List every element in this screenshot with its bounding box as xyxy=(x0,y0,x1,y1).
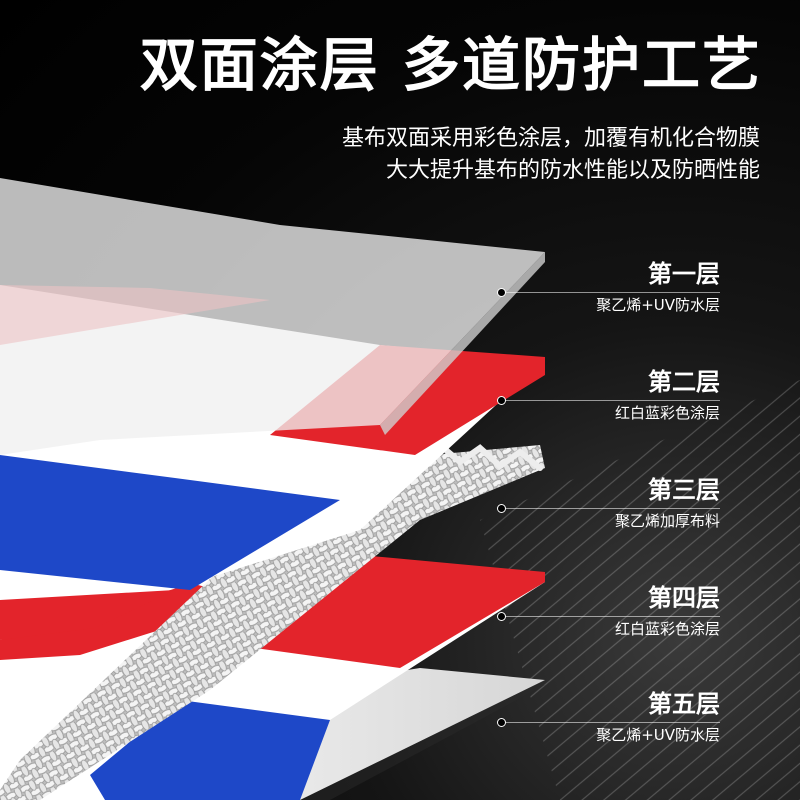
background-streaks xyxy=(480,380,800,800)
layer4-label: 第四层 红白蓝彩色涂层 xyxy=(615,586,720,637)
layer1-desc: 聚乙烯+UV防水层 xyxy=(596,296,720,314)
layer5-marker-dot xyxy=(497,718,506,727)
layer4-desc: 红白蓝彩色涂层 xyxy=(614,620,720,638)
layer5-leader-line xyxy=(505,722,720,723)
subtitle-line-1: 基布双面采用彩色涂层，加覆有机化合物膜 xyxy=(341,126,760,151)
layer3-leader-line xyxy=(505,508,720,509)
layer1-name: 第一层 xyxy=(648,260,720,288)
layer3-desc: 聚乙烯加厚布料 xyxy=(614,512,720,530)
layer4-leader-line xyxy=(505,616,720,617)
layer1-label: 第一层 聚乙烯+UV防水层 xyxy=(596,262,720,313)
layer1-film xyxy=(0,178,545,455)
layer2-label: 第二层 红白蓝彩色涂层 xyxy=(615,370,720,421)
layer2-leader-line xyxy=(505,400,720,401)
layer1-film-edge xyxy=(380,252,545,435)
layer4-red-band xyxy=(255,555,545,668)
layer2-marker-dot xyxy=(497,396,506,405)
layer5-label: 第五层 聚乙烯+UV防水层 xyxy=(596,692,720,743)
layer3-label: 第三层 聚乙烯加厚布料 xyxy=(615,478,720,529)
layer3-woven-fabric xyxy=(0,445,545,800)
subtitle-line-2: 大大提升基布的防水性能以及防晒性能 xyxy=(385,158,760,183)
layer5-name: 第五层 xyxy=(648,690,720,718)
layer2-blue-band xyxy=(0,455,340,590)
layer2-desc: 红白蓝彩色涂层 xyxy=(614,404,720,422)
layer2-red-bottom xyxy=(0,590,175,640)
layer4-name: 第四层 xyxy=(648,584,720,612)
page-title: 双面涂层 多道防护工艺 xyxy=(139,31,762,99)
layer1-leader-line xyxy=(505,292,720,293)
layer3-marker-dot xyxy=(497,504,506,513)
layer3-name: 第三层 xyxy=(648,476,720,504)
layer1-marker-dot xyxy=(497,288,506,297)
layer4-marker-dot xyxy=(497,612,506,621)
layer5-desc: 聚乙烯+UV防水层 xyxy=(596,726,720,744)
layer2-name: 第二层 xyxy=(648,368,720,396)
